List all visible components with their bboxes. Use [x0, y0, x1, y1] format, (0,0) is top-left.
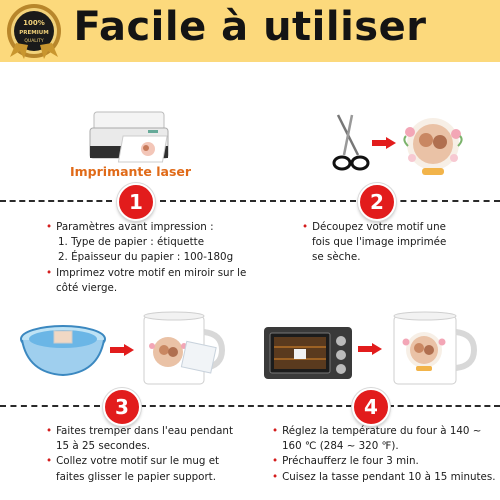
- step1-line: 2. Épaisseur du papier : 100-180g: [58, 251, 234, 264]
- step4-line: Préchaufferz le four 3 min.: [272, 454, 498, 469]
- step3-line: 15 à 25 secondes.: [56, 440, 151, 453]
- finished-mug-image: [388, 310, 480, 390]
- header-banner: [0, 0, 500, 62]
- divider-line: [388, 405, 500, 407]
- step-number-1: 1: [117, 183, 155, 221]
- step1-line: Imprimez votre motif en miroir sur le: [46, 266, 266, 281]
- divider-line: [390, 200, 500, 202]
- arrow-right-icon: [110, 344, 134, 356]
- divider-line: [0, 405, 100, 407]
- arrow-right-icon: [358, 343, 382, 355]
- photo-motif-image: [398, 110, 468, 178]
- step1-line: côté vierge.: [56, 281, 118, 294]
- step1-line: Paramètres avant impression :: [46, 220, 266, 235]
- step-number-3: 3: [103, 388, 141, 426]
- arrow-right-icon: [372, 137, 396, 149]
- step4-instructions: Réglez la température du four à 140 ~160…: [272, 424, 498, 485]
- oven-image: [262, 325, 354, 383]
- step4-line: 160 ℃ (284 ~ 320 ℉).: [282, 440, 399, 453]
- premium-quality-badge: 100% PREMIUM QUALITY: [6, 3, 62, 59]
- step3-line: Collez votre motif sur le mug et: [46, 454, 246, 469]
- step4-line: Réglez la température du four à 140 ~: [272, 424, 498, 439]
- divider-line: [160, 200, 356, 202]
- step2-line: se sèche.: [312, 251, 361, 264]
- page-title: Facile à utiliser: [73, 4, 427, 50]
- mug-with-motif-image: [138, 310, 228, 390]
- badge-text-bottom: QUALITY: [24, 38, 43, 44]
- step2-line: Découpez votre motif une: [302, 220, 482, 235]
- step1-instructions: Paramètres avant impression :1. Type de …: [46, 220, 266, 296]
- divider-line: [0, 200, 112, 202]
- laser-printer-icon: [88, 108, 178, 166]
- scissors-icon: [330, 113, 372, 173]
- badge-text-top: 100%: [23, 19, 45, 27]
- step4-line: Cuisez la tasse pendant 10 à 15 minutes.: [272, 470, 498, 485]
- badge-text-mid: PREMIUM: [19, 30, 48, 36]
- step3-line: Faites tremper dans l'eau pendant: [46, 424, 246, 439]
- step1-line: 1. Type de papier : étiquette: [58, 236, 205, 249]
- water-bowl-image: [18, 323, 108, 379]
- step-number-2: 2: [358, 183, 396, 221]
- printer-label: Imprimante laser: [70, 164, 192, 179]
- step2-line: fois que l'image imprimée: [312, 236, 447, 249]
- step3-line: faites glisser le papier support.: [56, 470, 216, 483]
- divider-line: [140, 405, 352, 407]
- step-number-4: 4: [352, 388, 390, 426]
